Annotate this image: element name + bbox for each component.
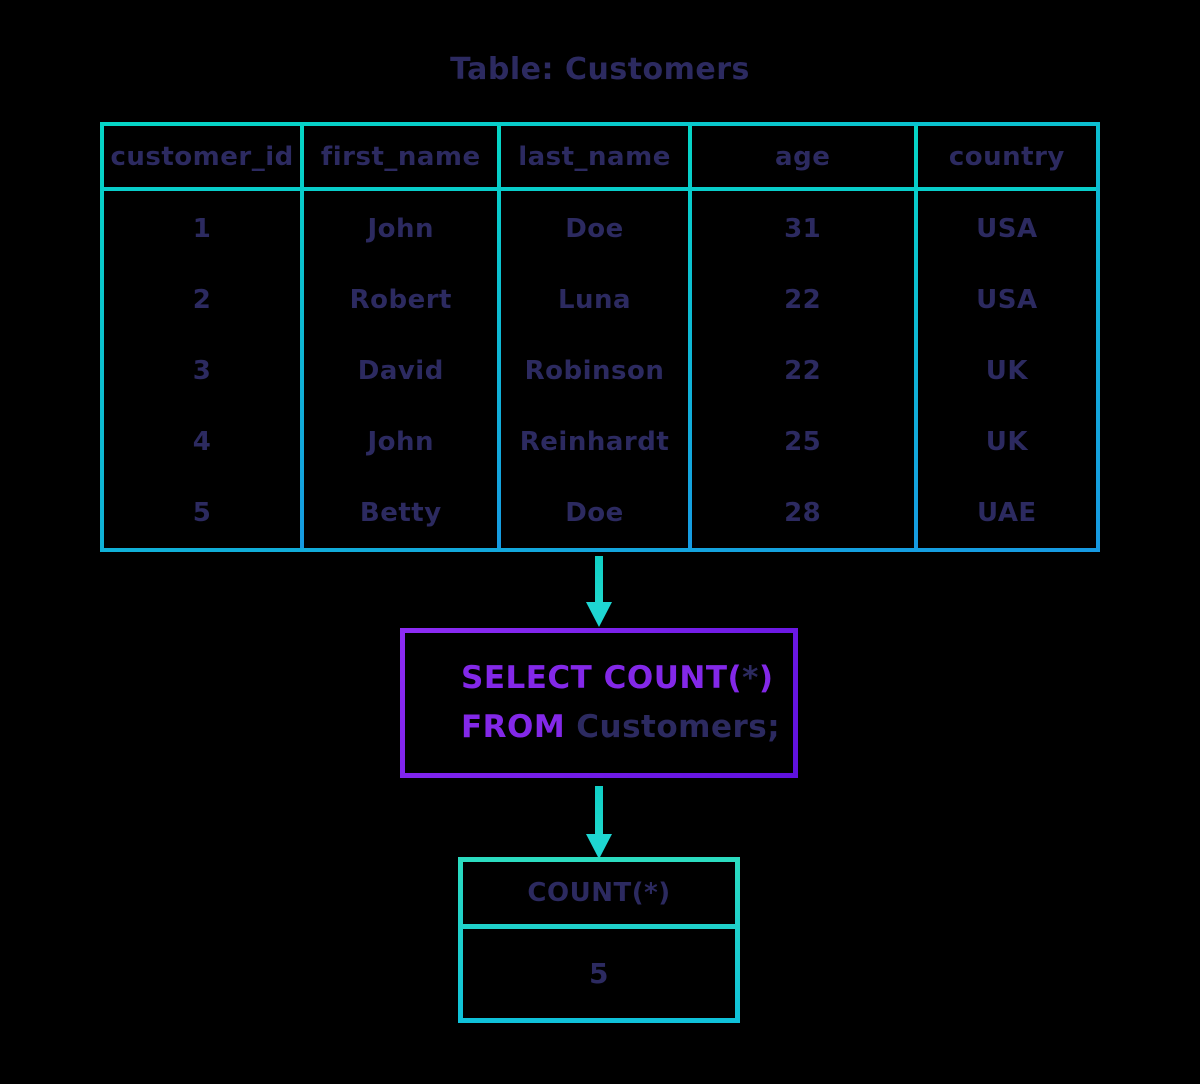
diagram-title: Table: Customers [450,52,750,87]
table-cell: Betty [359,497,442,528]
arrow-head [586,834,612,859]
sql-keyword-from: FROM [461,709,566,745]
table-cell: 2 [192,284,212,315]
column-last-name: Doe Luna Robinson Reinhardt Doe [501,191,688,548]
table-cell: Robert [349,284,452,315]
column-age: 31 22 22 25 28 [691,191,914,548]
arrow-down-icon [586,786,612,859]
table-cell: UK [985,426,1028,457]
arrow-down-icon [586,556,612,627]
result-column-header: COUNT(*) [463,862,735,924]
table-cell: Doe [565,497,624,528]
sql-keyword-select-count: SELECT COUNT [461,660,728,696]
column-customer-id: 1 2 3 4 5 [104,191,301,548]
column-header-customer-id: customer_id [104,126,301,187]
arrow-shaft [595,786,603,836]
column-country: USA USA UK UK UAE [917,191,1096,548]
result-value: 5 [463,929,735,1018]
table-cell: USA [976,213,1038,244]
table-cell: 22 [784,284,822,315]
table-cell: 22 [784,355,822,386]
table-cell: UAE [977,497,1037,528]
arrow-head [586,602,612,627]
sql-star: * [742,660,759,696]
table-cell: 25 [784,426,822,457]
arrow-shaft [595,556,603,604]
column-header-age: age [691,126,914,187]
table-cell: Doe [565,213,624,244]
customers-table: customer_id first_name last_name age cou… [100,122,1100,552]
table-cell: 1 [192,213,212,244]
table-cell: John [367,426,435,457]
sql-query-line-1: SELECT COUNT(*) [461,654,793,703]
table-cell: UK [985,355,1028,386]
column-first-name: John Robert David John Betty [304,191,498,548]
table-cell: 5 [192,497,212,528]
table-cell: Reinhardt [519,426,670,457]
table-cell: Luna [557,284,632,315]
table-cell: 31 [784,213,822,244]
column-header-last-name: last_name [501,126,688,187]
table-cell: David [357,355,444,386]
table-cell: USA [976,284,1038,315]
sql-table-ref: Customers; [576,709,781,745]
sql-paren-open: ( [727,660,743,696]
sql-query-box: SELECT COUNT(*) FROM Customers; [400,628,798,778]
sql-query-line-2: FROM Customers; [461,703,793,752]
table-cell: 28 [784,497,822,528]
column-header-country: country [917,126,1096,187]
result-table: COUNT(*) 5 [458,857,740,1023]
table-cell: John [367,213,435,244]
table-cell: Robinson [524,355,665,386]
column-header-first-name: first_name [304,126,498,187]
table-cell: 4 [192,426,212,457]
sql-paren-close: ) [758,660,774,696]
table-cell: 3 [192,355,212,386]
